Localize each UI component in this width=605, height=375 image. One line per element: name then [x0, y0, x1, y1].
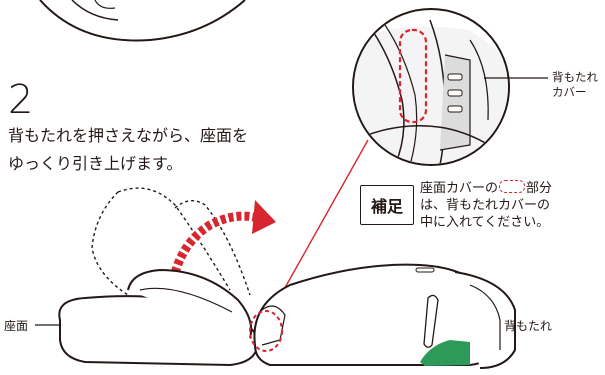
label-seat: 座面 [4, 319, 29, 333]
seat-cushion [58, 268, 260, 367]
instruction-line-1: 背もたれを押さえながら、座面を [8, 126, 249, 145]
detail-magnifier [352, 8, 510, 166]
ghost-seat-position-2 [174, 200, 251, 296]
label-backrest: 背もたれ [504, 319, 553, 333]
note-badge: 補足 [360, 185, 414, 225]
dashed-highlight-detail [398, 28, 428, 124]
note-line-3: 中に入れてください。 [420, 215, 550, 230]
backrest-body [253, 263, 516, 369]
label-backrest-cover-line-1: 背もたれ [552, 70, 598, 84]
note-text: 座面カバーの部分 は、背もたれカバーの 中に入れてください。 [420, 180, 605, 231]
ghost-seat-position-1 [91, 191, 246, 332]
label-backrest-cover-line-2: カバー [552, 85, 587, 99]
dashed-marker-icon [499, 180, 526, 193]
note-line-1: 座面カバーの部分 [420, 180, 553, 196]
previous-step-circle [39, 0, 246, 42]
green-part [420, 340, 470, 366]
lift-arrow [167, 211, 260, 289]
previous-step-detail [71, 0, 119, 21]
note-line-2: は、背もたれカバーの [420, 198, 551, 213]
instruction-line-2: ゆっくり引き上げます。 [8, 154, 183, 173]
dashed-highlight-junction [249, 310, 283, 352]
step-number: 2 [8, 77, 33, 123]
step-instruction: 背もたれを押さえながら、座面を ゆっくり引き上げます。 [8, 122, 338, 178]
label-backrest-cover: 背もたれ カバー [552, 70, 598, 100]
